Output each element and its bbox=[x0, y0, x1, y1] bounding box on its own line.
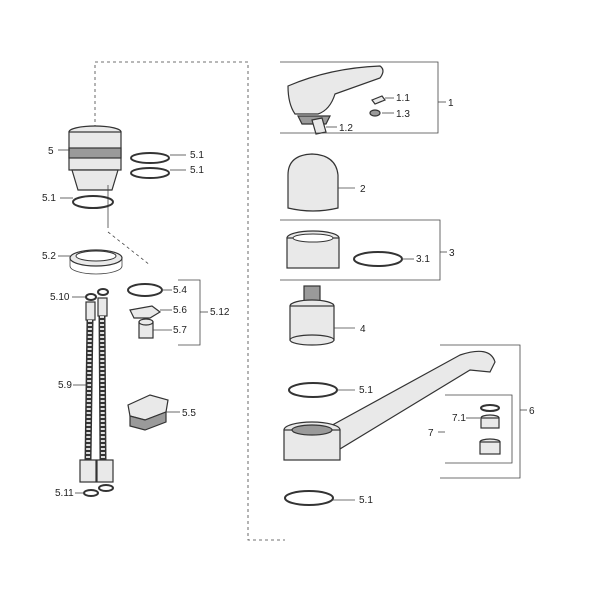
o-ring-5-10-b bbox=[97, 288, 109, 296]
screw-1-3 bbox=[369, 109, 381, 117]
nut-5-7 bbox=[138, 318, 154, 339]
label-2: 2 bbox=[360, 184, 366, 195]
o-ring-5-1-top bbox=[130, 152, 170, 164]
label-5-12: 5.12 bbox=[210, 307, 230, 318]
label-1-3: 1.3 bbox=[396, 109, 410, 120]
o-ring-3-1 bbox=[353, 251, 403, 267]
dome-cover-2 bbox=[287, 153, 339, 212]
label-5-2: 5.2 bbox=[42, 251, 56, 262]
ring-5-2 bbox=[69, 249, 123, 275]
o-ring-5-1-left bbox=[72, 195, 114, 209]
label-1: 1 bbox=[448, 98, 454, 109]
label-5-1e: 5.1 bbox=[359, 495, 373, 506]
leader-lines bbox=[58, 61, 527, 501]
label-4: 4 bbox=[360, 324, 366, 335]
cartridge-body-5 bbox=[68, 125, 122, 228]
label-3-1: 3.1 bbox=[416, 254, 430, 265]
cartridge-4 bbox=[289, 285, 335, 346]
label-7-1: 7.1 bbox=[452, 413, 466, 424]
mounting-plate-5-5 bbox=[127, 394, 169, 431]
label-5-1b: 5.1 bbox=[190, 165, 204, 176]
label-5-4: 5.4 bbox=[173, 285, 187, 296]
clip-5-6 bbox=[129, 305, 162, 319]
flexible-hoses-5-9 bbox=[79, 297, 114, 483]
label-5-1c: 5.1 bbox=[42, 193, 56, 204]
label-1-2: 1.2 bbox=[339, 123, 353, 134]
label-5-1d: 5.1 bbox=[359, 385, 373, 396]
washer-5-11-a bbox=[83, 489, 99, 497]
ring-5-4 bbox=[127, 283, 163, 297]
label-5-5: 5.5 bbox=[182, 408, 196, 419]
cap-1-2 bbox=[311, 117, 327, 135]
label-5-7: 5.7 bbox=[173, 325, 187, 336]
label-5-9: 5.9 bbox=[58, 380, 72, 391]
o-ring-5-1-spout bbox=[288, 382, 338, 398]
label-5-6: 5.6 bbox=[173, 305, 187, 316]
label-1-1: 1.1 bbox=[396, 93, 410, 104]
label-5-10: 5.10 bbox=[50, 292, 70, 303]
label-5-11: 5.11 bbox=[55, 488, 74, 499]
label-3: 3 bbox=[449, 248, 455, 259]
label-7: 7 bbox=[428, 428, 434, 439]
aerator-housing-7 bbox=[479, 438, 501, 455]
o-ring-5-10-a bbox=[85, 293, 97, 301]
o-ring-5-1-bottom bbox=[284, 490, 334, 506]
dashed-connector-small bbox=[107, 231, 151, 266]
spout-6 bbox=[283, 350, 496, 461]
dashed-connector bbox=[94, 61, 285, 541]
washer-5-11-b bbox=[98, 484, 114, 492]
label-5: 5 bbox=[48, 146, 54, 157]
o-ring-5-1-mid bbox=[130, 167, 170, 179]
screw-1-1 bbox=[371, 95, 386, 105]
label-5-1a: 5.1 bbox=[190, 150, 204, 161]
lever-handle-1 bbox=[287, 65, 384, 125]
label-6: 6 bbox=[529, 406, 535, 417]
aerator-ring-7-1 bbox=[480, 404, 500, 412]
collar-3 bbox=[286, 230, 340, 269]
aerator-7-1 bbox=[480, 414, 500, 429]
